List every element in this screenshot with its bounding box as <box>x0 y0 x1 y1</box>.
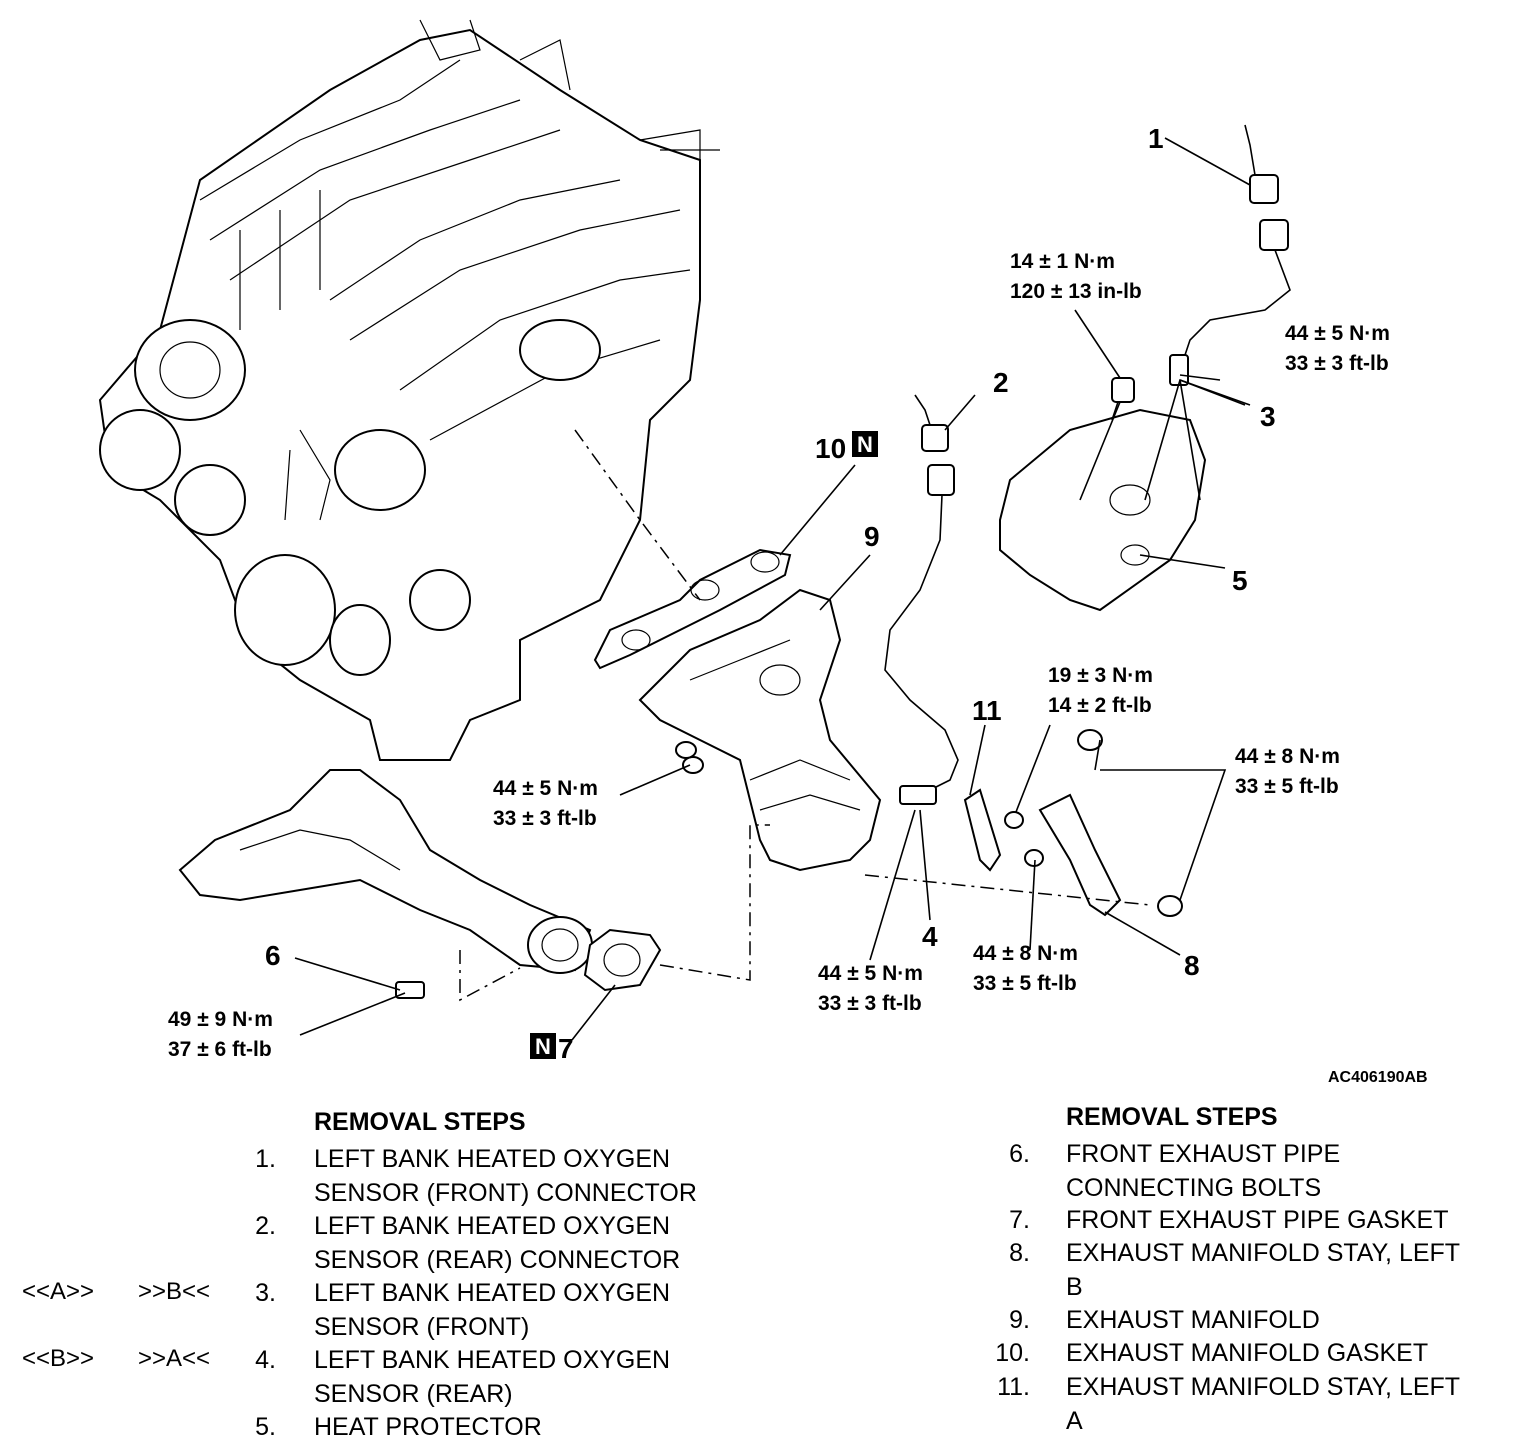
step-text: LEFT BANK HEATED OXYGEN SENSOR (FRONT) <box>314 1279 671 1341</box>
callout-1: 1 <box>1148 123 1164 154</box>
callout-4: 4 <box>922 921 938 952</box>
callout-3: 3 <box>1260 401 1276 432</box>
step-number: 11. <box>997 1373 1030 1401</box>
figure-id: AC406190AB <box>1328 1069 1428 1086</box>
n-marker-7: N <box>535 1034 551 1059</box>
step-number: 4. <box>255 1346 276 1374</box>
front-exhaust-pipe <box>178 769 593 974</box>
torque-stay-lower-ftlb: 33 ± 5 ft-lb <box>973 972 1077 995</box>
torque-bolt-inlb: 120 ± 13 in-lb <box>1010 280 1142 303</box>
service-mark-3a: <<A>> <box>22 1278 95 1305</box>
engine-illustration <box>98 19 720 761</box>
torque-6-nm: 49 ± 9 N·m <box>168 1008 273 1031</box>
torque-6-ftlb: 37 ± 6 ft-lb <box>168 1038 272 1061</box>
step-number: 6. <box>1009 1140 1030 1168</box>
step-number: 5. <box>255 1413 276 1441</box>
step-number: 3. <box>255 1279 276 1307</box>
callout-2: 2 <box>993 367 1009 398</box>
step-text: FRONT EXHAUST PIPE GASKET <box>1066 1206 1449 1234</box>
exhaust-manifold-gasket <box>593 548 792 670</box>
step-text: HEAT PROTECTOR <box>314 1413 542 1441</box>
step-text: LEFT BANK HEATED OXYGEN SENSOR (FRONT) C… <box>314 1145 697 1207</box>
torque-stay-lower-nm: 44 ± 8 N·m <box>973 942 1078 965</box>
callout-7: 7 <box>558 1033 574 1064</box>
n-marker-10: N <box>857 432 873 457</box>
torque-manifold-nm: 44 ± 5 N·m <box>493 777 598 800</box>
callout-11: 11 <box>972 695 1002 726</box>
step-text: FRONT EXHAUST PIPE CONNECTING BOLTS <box>1066 1140 1341 1202</box>
step-text: EXHAUST MANIFOLD STAY, LEFT B <box>1066 1239 1461 1301</box>
torque-stay-a-ftlb: 14 ± 2 ft-lb <box>1048 694 1152 717</box>
oxygen-sensor-front <box>1169 124 1291 386</box>
front-exhaust-pipe-gasket <box>583 928 662 992</box>
step-text: EXHAUST MANIFOLD <box>1066 1306 1320 1334</box>
step-text: LEFT BANK HEATED OXYGEN SENSOR (REAR) <box>314 1346 671 1408</box>
heat-protector <box>999 408 1207 612</box>
service-mark-3b: >>B<< <box>138 1278 211 1305</box>
step-number: 8. <box>1009 1239 1030 1267</box>
torque-bolt-nm: 14 ± 1 N·m <box>1010 250 1115 273</box>
heat-protector-bolt <box>1111 377 1135 403</box>
callout-6: 6 <box>265 940 281 971</box>
oxygen-sensor-rear <box>884 394 959 805</box>
step-text: EXHAUST MANIFOLD GASKET <box>1066 1339 1429 1367</box>
callout-10: 10 <box>815 433 846 464</box>
step-number: 9. <box>1009 1306 1030 1334</box>
torque-stay-b-nm: 44 ± 8 N·m <box>1235 745 1340 768</box>
exhaust-manifold-stay-b <box>1038 793 1122 917</box>
step-number: 1. <box>255 1145 276 1173</box>
torque-3-nm: 44 ± 5 N·m <box>1285 322 1390 345</box>
step-text: LEFT BANK HEATED OXYGEN SENSOR (REAR) CO… <box>314 1212 681 1274</box>
step-number: 7. <box>1009 1206 1030 1234</box>
step-number: 2. <box>255 1212 276 1240</box>
callout-5: 5 <box>1232 565 1248 596</box>
service-mark-4a: <<B>> <box>22 1345 95 1372</box>
removal-steps-heading-left: REMOVAL STEPS <box>314 1108 526 1136</box>
torque-stay-a-nm: 19 ± 3 N·m <box>1048 664 1153 687</box>
torque-3-ftlb: 33 ± 3 ft-lb <box>1285 352 1389 375</box>
torque-4-nm: 44 ± 5 N·m <box>818 962 923 985</box>
exhaust-manifold <box>638 588 882 872</box>
removal-steps-heading-right: REMOVAL STEPS <box>1066 1103 1278 1131</box>
callout-9: 9 <box>864 521 880 552</box>
service-mark-4b: >>A<< <box>138 1345 211 1372</box>
torque-manifold-ftlb: 33 ± 3 ft-lb <box>493 807 597 830</box>
callout-8: 8 <box>1184 950 1200 981</box>
exhaust-manifold-stay-a <box>963 788 1002 872</box>
n-box-7 <box>530 1033 556 1059</box>
exploded-diagram: 1 2 3 4 5 6 N 7 8 9 10 N 11 14 ± 1 N·m 1… <box>98 19 1428 1086</box>
step-number: 10. <box>995 1339 1030 1367</box>
step-text: EXHAUST MANIFOLD STAY, LEFT A <box>1066 1373 1461 1435</box>
torque-stay-b-ftlb: 33 ± 5 ft-lb <box>1235 775 1339 798</box>
torque-4-ftlb: 33 ± 3 ft-lb <box>818 992 922 1015</box>
n-box-10 <box>852 431 878 457</box>
